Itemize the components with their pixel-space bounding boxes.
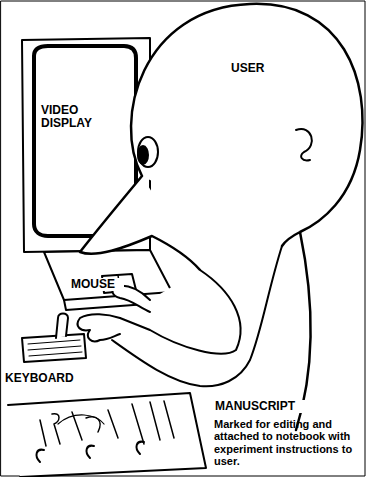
part-label: MANUSCRIPT bbox=[214, 400, 336, 413]
user-arm bbox=[120, 270, 241, 354]
keyboard-device bbox=[22, 334, 86, 362]
user-torso bbox=[112, 246, 282, 386]
user-pupil bbox=[138, 146, 148, 164]
monitor-base bbox=[44, 250, 172, 300]
user-head bbox=[80, 4, 363, 270]
caption-note: Marked for editing and attached to noteb… bbox=[214, 418, 360, 467]
part-label: KEYBOARD bbox=[4, 372, 86, 385]
left-hand bbox=[78, 314, 120, 341]
keyboard-keys bbox=[28, 340, 82, 356]
notebook bbox=[8, 393, 206, 477]
part-label: USER bbox=[230, 62, 292, 75]
notebook-rings bbox=[37, 442, 144, 462]
part-label: MOUSE bbox=[70, 278, 124, 291]
manuscript-marks bbox=[40, 401, 174, 446]
user-ear bbox=[296, 129, 312, 160]
part-label: VIDEO DISPLAY bbox=[40, 104, 108, 131]
user-eye bbox=[138, 137, 158, 167]
edit-mark-arrow bbox=[58, 415, 104, 424]
keyboard-stick bbox=[56, 314, 68, 339]
